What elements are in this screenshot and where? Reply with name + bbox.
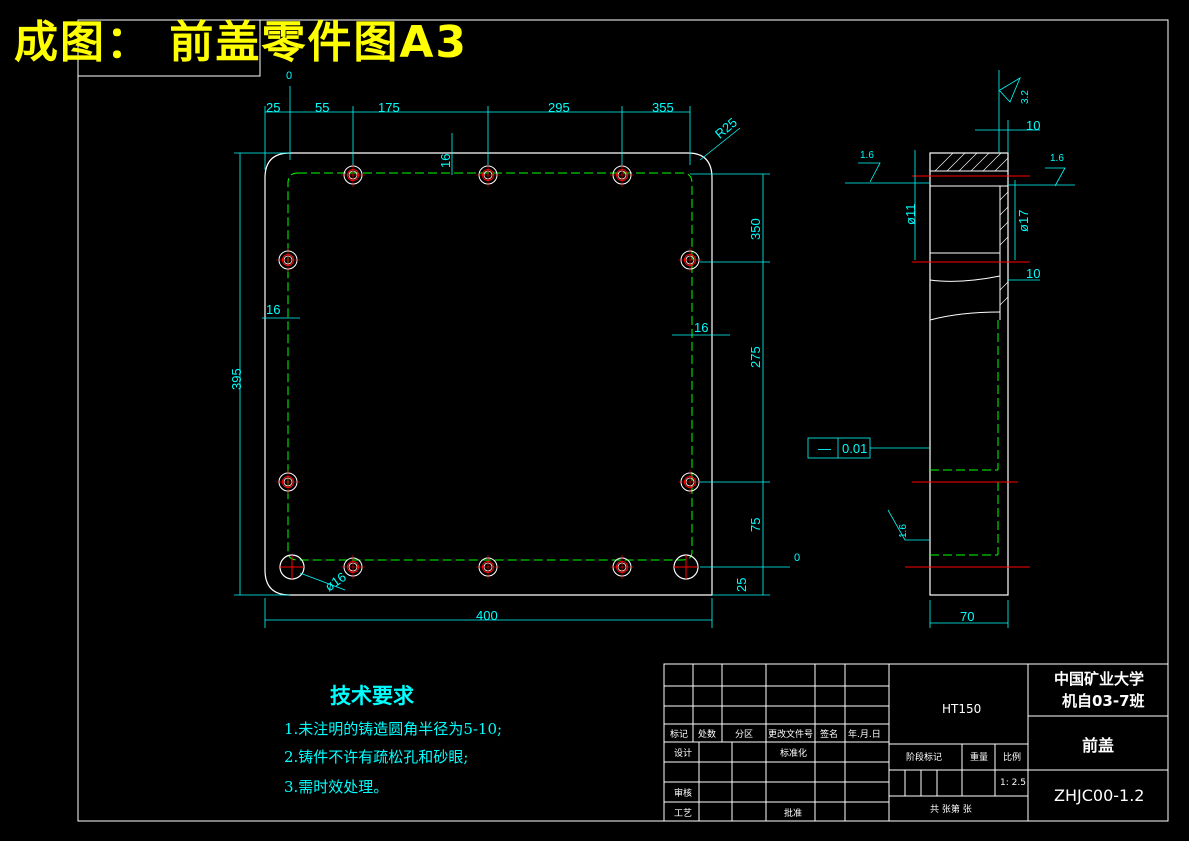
inner-hidden-outline [287,172,693,561]
dim-top-295: 295 [548,100,570,115]
flatness-value: 0.01 [842,441,868,456]
dim-right-16: 16 [694,320,709,335]
part-name: 前盖 [1082,736,1115,755]
dim-width-400: 400 [476,608,498,623]
side-flange [929,152,1009,172]
side-view [905,152,1030,596]
front-view [264,152,713,596]
requirement-item-2: 2.铸件不许有疏松孔和砂眼; [284,748,469,766]
class-name: 机自03-7班 [1062,692,1145,710]
rev-header-3: 更改文件号 [768,730,814,740]
dim-top-0: 0 [286,70,293,82]
dim-right-25: 25 [734,577,749,592]
dim-side-10b: 10 [1026,266,1041,281]
requirement-item-3: 3.需时效处理。 [284,778,389,796]
dim-side-d11: ø11 [903,203,918,225]
dim-left-16: 16 [266,302,281,317]
technical-requirements-heading: 技术要求 [330,683,414,708]
dim-side-70: 70 [960,609,975,624]
scale-value: 1: 2.5 [1000,778,1026,788]
rev-header-0: 标记 [670,730,689,740]
material: HT150 [942,702,982,716]
dim-side-16c: 1.6 [898,524,909,538]
dim-right-350: 350 [748,218,763,240]
dim-top-25: 25 [266,100,281,115]
title-box [77,19,261,77]
dim-top-55: 55 [315,100,330,115]
scale-label: 比例 [1003,753,1022,763]
rev-header-1: 处数 [698,730,717,740]
dim-right-75: 75 [748,517,763,532]
weight-label: 重量 [970,753,989,763]
side-curve [929,311,1001,321]
process-label: 工艺 [674,809,693,819]
flatness-symbol: — [818,441,831,456]
dim-top-175: 175 [378,100,400,115]
dim-side-10a: 10 [1026,118,1041,133]
drawing-number: ZHJC00-1.2 [1054,786,1145,805]
rev-header-5: 年.月.日 [848,730,881,740]
side-dimensions [807,70,1075,628]
dim-side-16b: 1.6 [1050,153,1064,164]
page-title: 成图： 前盖零件图A3 [14,17,468,68]
dim-side-16a: 1.6 [860,150,874,161]
school-name: 中国矿业大学 [1054,670,1145,688]
requirement-item-1: 1.未注明的铸造圆角半径为5-10; [284,720,503,738]
title-block-grid [663,663,1169,822]
dim-height-395: 395 [229,368,244,390]
design-label: 设计 [674,749,693,759]
approve-label: 批准 [784,809,803,819]
outer-outline [264,152,713,596]
dim-side-32: 3.2 [1020,90,1031,104]
dim-right-0: 0 [794,552,801,564]
sheet-label: 共 张第 张 [930,805,972,815]
dim-side-d17: ø17 [1016,209,1031,232]
front-dimensions [234,86,790,628]
rev-header-4: 签名 [820,730,839,740]
dim-top-16: 16 [438,153,453,168]
dim-top-355: 355 [652,100,674,115]
stage-label: 阶段标记 [906,753,943,763]
side-outline [929,152,1009,596]
side-hatch [934,152,1009,306]
side-curve-2 [929,275,1001,282]
standard-label: 标准化 [780,749,808,759]
dim-right-275: 275 [748,346,763,368]
rev-header-2: 分区 [735,730,754,740]
review-label: 审核 [674,789,693,799]
bolt-holes [276,163,702,579]
drawing-border [77,19,1169,822]
